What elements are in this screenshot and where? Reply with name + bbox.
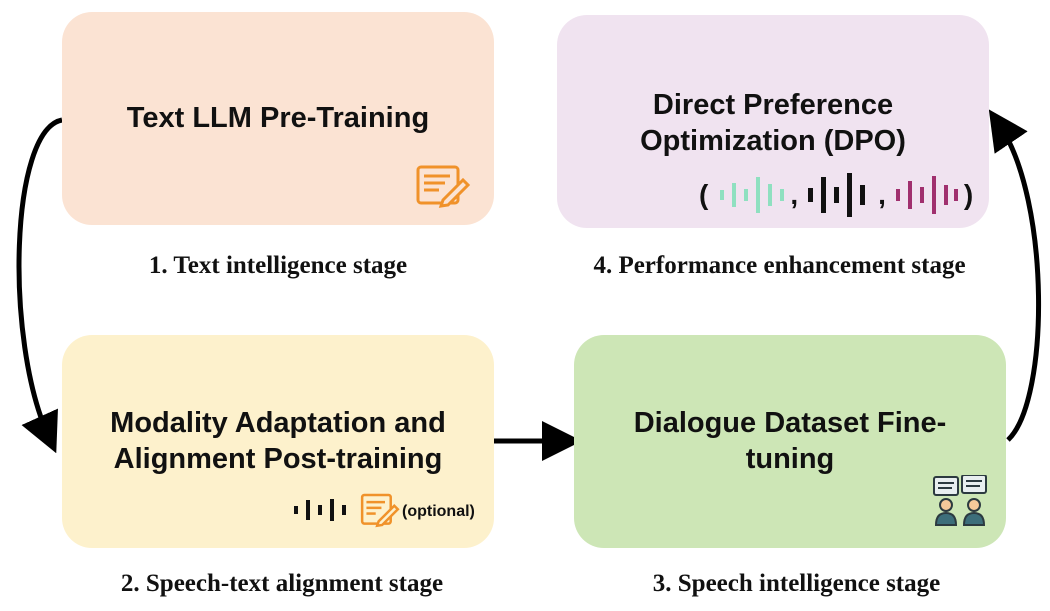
arrow-stage1-to-stage2 bbox=[16, 117, 63, 454]
optional-label: (optional) bbox=[402, 503, 475, 520]
tuple-close-paren: ) bbox=[963, 179, 974, 210]
dialogue-people-icon bbox=[933, 475, 987, 526]
modality-alignment-title-line1: Modality Adaptation and bbox=[110, 407, 446, 439]
stage3-label: 3. Speech intelligence stage bbox=[652, 570, 941, 597]
preference-tuple: ( , , ) bbox=[699, 173, 974, 217]
text-pretraining-box: Text LLM Pre-Training bbox=[62, 12, 494, 225]
dpo-title-line1: Direct Preference bbox=[652, 89, 894, 121]
dialogue-finetuning-box: Dialogue Dataset Fine- tuning bbox=[574, 335, 1006, 548]
speech-waveform-icon bbox=[294, 499, 346, 521]
dpo-title-line2: Optimization (DPO) bbox=[640, 125, 906, 157]
text-pretraining-title: Text LLM Pre-Training bbox=[126, 102, 430, 134]
green-waveform-icon bbox=[720, 177, 785, 213]
modality-alignment-title-line2: Alignment Post-training bbox=[113, 443, 443, 475]
stage4-label: 4. Performance enhancement stage bbox=[593, 252, 966, 279]
dpo-box: Direct Preference Optimization (DPO) ( ,… bbox=[557, 15, 989, 228]
black-waveform-icon bbox=[808, 173, 866, 217]
tuple-separator-2: , bbox=[878, 179, 886, 210]
dialogue-finetuning-title-line2: tuning bbox=[745, 443, 835, 475]
arrow-stage3-to-stage4 bbox=[988, 109, 1042, 442]
document-pen-icon bbox=[416, 165, 471, 208]
tuple-open-paren: ( bbox=[699, 179, 709, 210]
stage1-label: 1. Text intelligence stage bbox=[148, 252, 408, 279]
dialogue-finetuning-title-line1: Dialogue Dataset Fine- bbox=[633, 407, 947, 439]
document-pen-icon bbox=[360, 493, 400, 528]
tuple-separator-1: , bbox=[790, 179, 799, 210]
stage2-label: 2. Speech-text alignment stage bbox=[120, 570, 444, 597]
purple-waveform-icon bbox=[895, 176, 958, 214]
modality-alignment-box: Modality Adaptation and Alignment Post-t… bbox=[62, 335, 494, 548]
